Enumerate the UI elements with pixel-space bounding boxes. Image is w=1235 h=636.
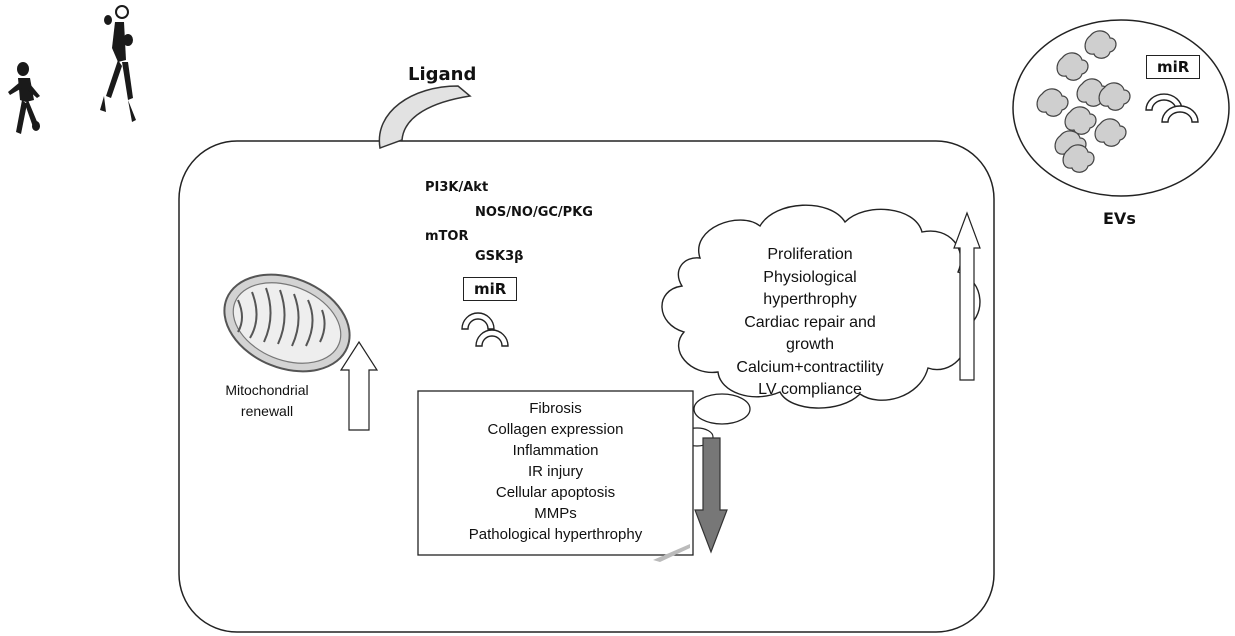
evs-caption: EVs — [1103, 209, 1136, 228]
mitochondrion-icon — [223, 273, 351, 373]
upregulation-list: Proliferation Physiological hyperthrophy… — [700, 244, 920, 402]
up-item: LV compliance — [758, 381, 862, 398]
up-item: growth — [785, 336, 835, 353]
up-item: Calcium+contractility — [736, 358, 884, 376]
down-item: Collagen expression — [487, 421, 624, 438]
ev-mir-label: miR — [1146, 55, 1201, 79]
thought-bubble-large — [693, 393, 751, 425]
pathway-pi3k-akt: PI3K/Akt — [425, 180, 489, 195]
walking-figure-left-icon — [8, 62, 40, 134]
up-item: hyperthrophy — [763, 291, 857, 308]
downregulation-arrow — [694, 437, 728, 554]
down-item: Pathological hyperthrophy — [468, 526, 643, 543]
mitochondrial-label-line1: Mitochondrial — [225, 382, 309, 398]
pathway-nos: NOS/NO/GC/PKG — [475, 205, 593, 220]
down-item: MMPs — [534, 505, 577, 522]
pathway-mtor: mTOR — [425, 229, 469, 244]
ligand-label: Ligand — [408, 64, 477, 85]
downregulation-box — [417, 390, 694, 556]
upregulation-cloud — [661, 204, 981, 409]
up-item: Physiological — [763, 268, 857, 286]
ev-particles — [1036, 30, 1131, 173]
down-item: Fibrosis — [529, 400, 582, 417]
downregulation-list: Fibrosis Collagen expression Inflammatio… — [418, 398, 693, 545]
down-item: Cellular apoptosis — [495, 484, 616, 501]
ligand-shape — [378, 85, 472, 150]
mitochondrial-up-arrow — [339, 340, 379, 431]
ev-receptor-arcs — [1145, 93, 1199, 123]
mitochondrial-renewal-label: Mitochondrial renewall — [212, 380, 322, 422]
up-item: Cardiac repair and — [744, 313, 876, 331]
walking-figure-right-icon — [100, 5, 136, 122]
upregulation-arrow — [953, 211, 981, 381]
pathway-gsk3b: GSK3β — [475, 249, 524, 264]
cell-receptor-arcs — [461, 312, 509, 347]
down-item: Inflammation — [512, 442, 599, 459]
down-item: IR injury — [527, 463, 583, 480]
cell-mir-label: miR — [463, 277, 518, 301]
cell-membrane — [178, 140, 995, 633]
mitochondrial-label-line2: renewall — [240, 403, 294, 419]
box-corner-shadow — [653, 544, 690, 562]
up-item: Proliferation — [767, 246, 853, 263]
